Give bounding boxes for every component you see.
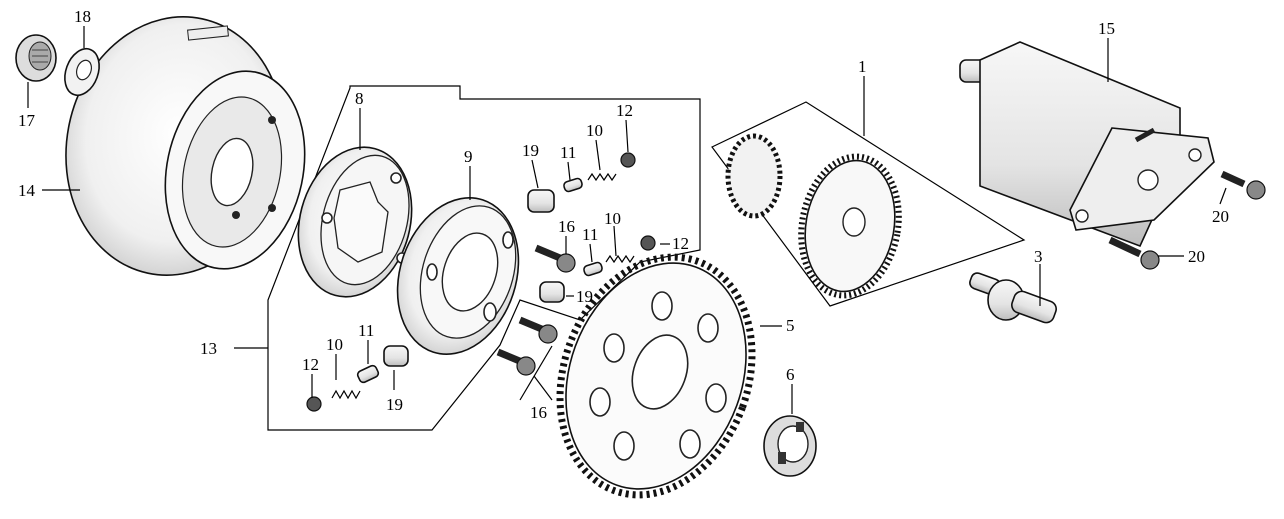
callout-18: 18: [74, 7, 91, 26]
starter-motor-part-15: [959, 41, 1215, 248]
roller-part-19-middle: [539, 281, 565, 303]
callout-10-middle: 10: [604, 209, 621, 228]
bolt-part-16-lower-b: [496, 348, 536, 376]
callout-12-middle: 12: [672, 234, 689, 253]
callout-19-lower: 19: [386, 395, 403, 414]
callout-11-middle: 11: [582, 225, 598, 244]
callout-16-upper: 16: [558, 217, 575, 236]
assembly-1-outline: [711, 101, 1026, 307]
clutch-outer-part-8: [297, 146, 413, 298]
callout-11-lower: 11: [358, 321, 374, 340]
assembly-13-outline: [267, 85, 701, 431]
callout-12-upper: 12: [616, 101, 633, 120]
callout-17: 17: [18, 111, 36, 130]
callout-6: 6: [786, 365, 795, 384]
roller-part-19-upper: [527, 189, 555, 213]
callout-10-upper: 10: [586, 121, 603, 140]
starter-driven-gear-part-5: [556, 253, 756, 499]
reduction-gear-part-1: [725, 133, 902, 299]
leader-lines: [27, 26, 1227, 414]
plunger-spring-cap-set-middle: [583, 235, 656, 277]
callout-11-upper: 11: [560, 143, 576, 162]
flange-nut-part-17: [15, 34, 57, 82]
clutch-ring-part-9: [396, 197, 520, 355]
flywheel-part-14: [65, 16, 306, 276]
callout-14: 14: [18, 181, 36, 200]
bolt-part-16-upper: [534, 244, 576, 273]
callout-9: 9: [464, 147, 473, 166]
callout-labels: 1 3 5 6 8 9 10 10 10 11 11 11 12 12 12 1…: [18, 7, 1229, 422]
callout-3: 3: [1034, 247, 1043, 266]
bolt-part-20-upper: [1220, 170, 1266, 200]
washer-part-18: [64, 47, 100, 97]
callout-5: 5: [786, 316, 795, 335]
bearing-part-6: [763, 415, 817, 477]
callout-13: 13: [200, 339, 217, 358]
callout-20-upper: 20: [1212, 207, 1229, 226]
roller-part-19-lower: [383, 345, 409, 367]
plunger-spring-cap-set-upper: [563, 152, 636, 193]
callout-15: 15: [1098, 19, 1115, 38]
plunger-spring-cap-set-lower: [306, 364, 380, 412]
callout-20-lower: 20: [1188, 247, 1205, 266]
callout-8: 8: [355, 89, 364, 108]
callout-1: 1: [858, 57, 867, 76]
callout-16-lower: 16: [530, 403, 547, 422]
bolt-part-16-lower-a: [518, 316, 558, 344]
callout-19-upper: 19: [522, 141, 539, 160]
shaft-part-3: [969, 272, 1057, 324]
callout-12-lower: 12: [302, 355, 319, 374]
callout-10-lower: 10: [326, 335, 343, 354]
bolt-part-20-lower: [1108, 236, 1160, 270]
callout-19-middle: 19: [576, 287, 593, 306]
